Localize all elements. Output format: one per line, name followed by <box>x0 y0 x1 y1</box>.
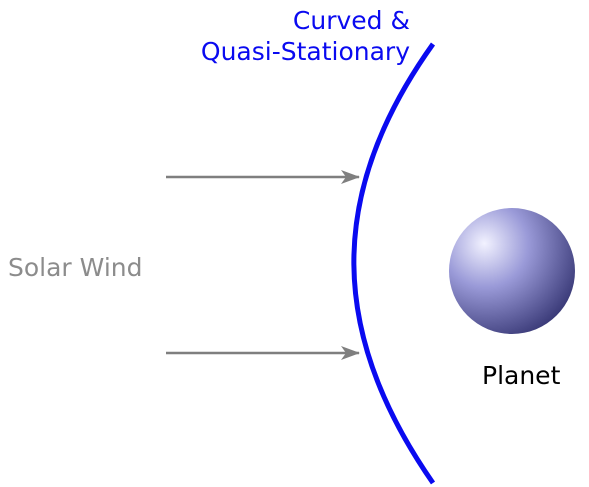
shock-title-line-1: Curved & <box>178 5 410 36</box>
shock-title-line-2: Quasi-Stationary <box>178 36 410 67</box>
planet-label: Planet <box>482 360 560 391</box>
shock-title-label: Curved & Quasi-Stationary <box>178 5 410 67</box>
shock-front-curve <box>354 44 433 483</box>
planet-sphere-icon <box>449 208 575 334</box>
solar-wind-label: Solar Wind <box>8 252 143 283</box>
